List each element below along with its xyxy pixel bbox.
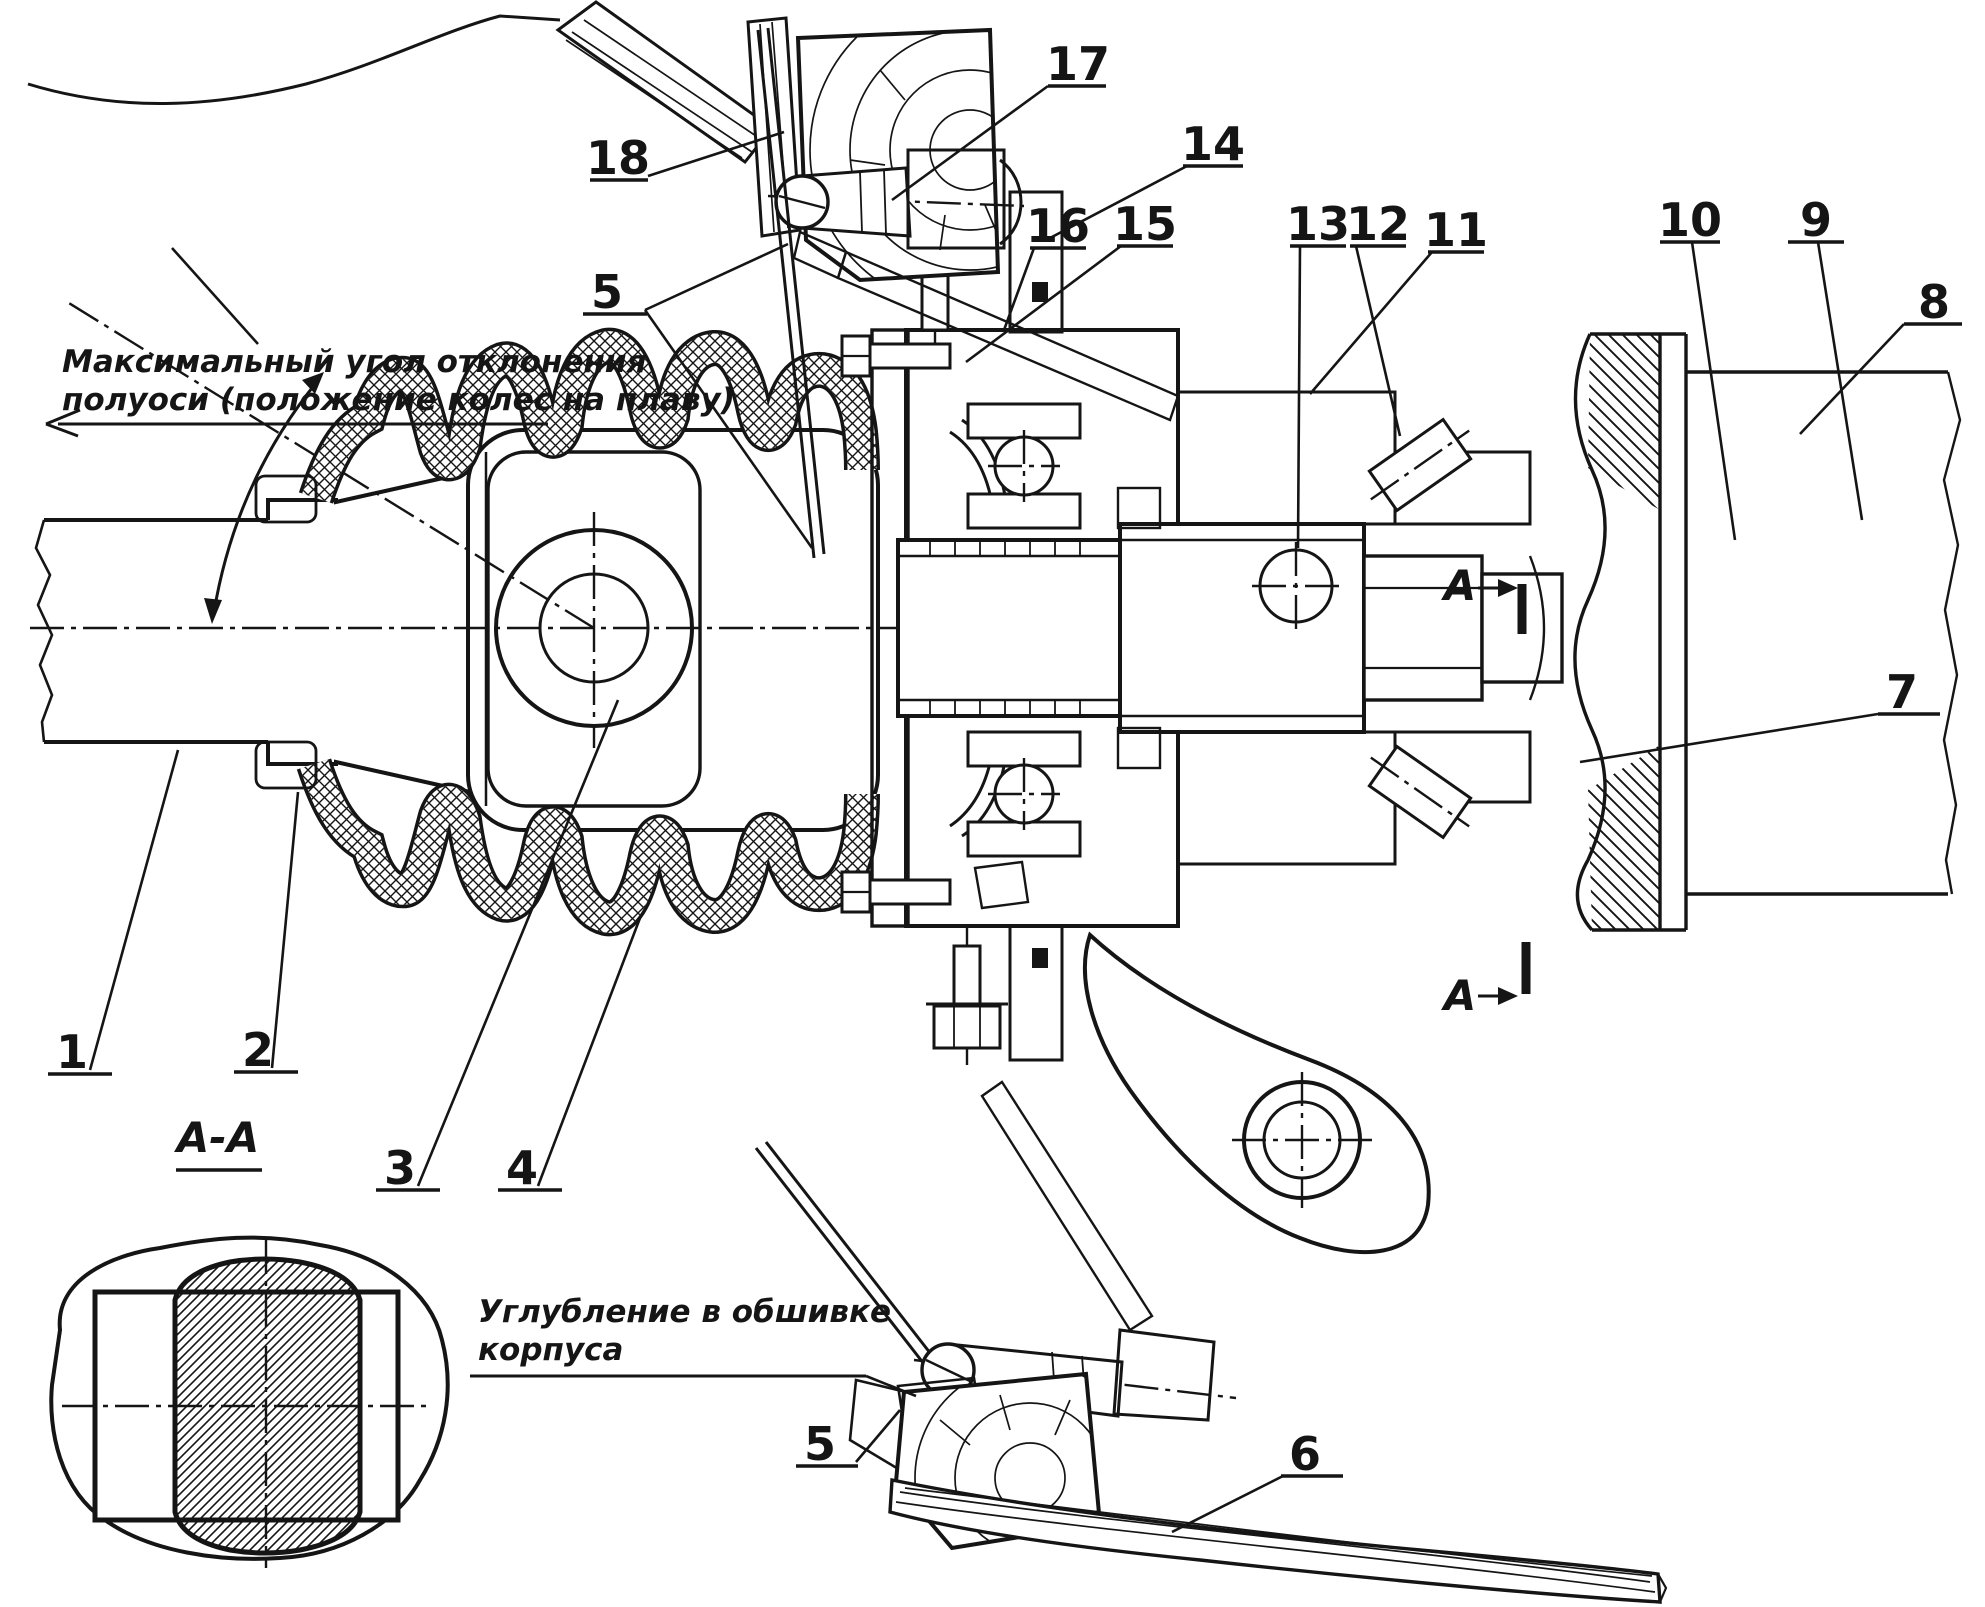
link-rod-bottom	[754, 1141, 936, 1365]
section-plane-letter-bottom: А	[1441, 971, 1477, 1020]
svg-text:2: 2	[242, 1023, 274, 1077]
section-plane-mark-top: А	[1441, 561, 1527, 634]
link-rod-top	[756, 27, 826, 559]
svg-text:3: 3	[384, 1141, 416, 1195]
tilted-axis	[63, 298, 595, 630]
hub	[1116, 486, 1366, 770]
note-max-angle-line1: Максимальный угол отклонения	[62, 344, 646, 380]
callout-12: 12	[1346, 197, 1410, 437]
boot-strap-top	[836, 250, 1180, 422]
ball-bearing-bottom	[966, 730, 1082, 858]
callout-11: 11	[1309, 203, 1488, 395]
section-aa-view	[49, 1235, 450, 1568]
note-recess: Углубление в обшивке корпуса	[470, 1294, 917, 1398]
boot-clamp-small-top	[254, 474, 318, 524]
hull-skin-top	[555, 0, 802, 238]
half-axle-shaft	[34, 470, 471, 794]
seal-bottom	[1116, 726, 1162, 770]
svg-text:5: 5	[804, 1417, 836, 1471]
callout-10: 10	[1658, 193, 1737, 541]
taper-roller-bottom	[1367, 744, 1473, 840]
svg-text:16: 16	[1026, 199, 1090, 253]
taper-roller-top	[1367, 417, 1473, 513]
note-recess-line1: Углубление в обшивке	[478, 1294, 891, 1330]
hull-contour	[27, 14, 561, 106]
svg-text:8: 8	[1918, 275, 1950, 329]
wheel-flange	[1573, 332, 1962, 932]
svg-text:5: 5	[591, 265, 623, 319]
section-plane-mark-bottom: А	[1441, 942, 1531, 1020]
callout-4: 4	[498, 917, 642, 1195]
note-max-angle-line2: полуоси (положение колес на плаву)	[62, 382, 735, 418]
pivot-bolt-top	[767, 148, 1025, 280]
callout-6: 6	[1171, 1427, 1343, 1534]
boot-strap-bottom	[980, 1080, 1154, 1332]
note-recess-line2: корпуса	[478, 1332, 623, 1368]
spline-sleeve	[896, 538, 1122, 718]
svg-text:12: 12	[1346, 197, 1410, 251]
hull-planking-bottom	[888, 1477, 1668, 1604]
svg-text:9: 9	[1800, 193, 1832, 247]
callout-9: 9	[1788, 193, 1864, 521]
callout-8: 8	[1799, 275, 1962, 435]
callout-17: 17	[891, 37, 1110, 202]
svg-text:4: 4	[506, 1141, 538, 1195]
svg-text:15: 15	[1113, 197, 1177, 251]
stud-nut-bottom	[926, 928, 1008, 1065]
svg-text:1: 1	[56, 1025, 88, 1079]
callout-3: 3	[376, 699, 620, 1195]
svg-text:13: 13	[1286, 197, 1350, 251]
note-max-angle: Максимальный угол отклонения полуоси (по…	[45, 247, 735, 438]
boot-clamp-small-bottom	[254, 740, 318, 790]
callout-7: 7	[1579, 665, 1940, 764]
callout-18: 18	[586, 130, 785, 185]
shield-plate-bottom	[1008, 924, 1064, 1062]
ball-bearing-top	[966, 402, 1082, 530]
svg-text:11: 11	[1424, 203, 1488, 257]
angle-arc	[204, 372, 324, 624]
svg-text:17: 17	[1046, 37, 1110, 91]
callout-15: 15	[965, 197, 1177, 364]
joint-inner-race	[486, 450, 702, 808]
callout-1: 1	[48, 749, 180, 1079]
svg-text:7: 7	[1886, 665, 1918, 719]
boot-bellows-bottom	[254, 740, 1030, 937]
callout-13: 13	[1286, 197, 1350, 549]
callout-5: 5	[796, 1409, 901, 1471]
callout-5: 5	[583, 242, 814, 549]
boot-lip-clamp	[973, 860, 1030, 910]
joint-ball	[494, 512, 694, 748]
svg-text:10: 10	[1658, 193, 1722, 247]
flange-bolt-bottom	[840, 870, 952, 914]
callout-2: 2	[234, 791, 300, 1077]
flange-bolt-top	[840, 334, 952, 378]
suspension-bracket	[1082, 931, 1431, 1255]
svg-text:14: 14	[1181, 117, 1245, 171]
section-plane-letter-top: А	[1441, 561, 1477, 610]
callout-14: 14	[1049, 117, 1245, 240]
callout-16: 16	[1002, 199, 1090, 331]
svg-text:6: 6	[1289, 1427, 1321, 1481]
shield-plate-top	[1008, 190, 1064, 334]
seal-top	[1116, 486, 1162, 530]
section-label-aa: А-А	[174, 1113, 262, 1172]
boot-bellows-top	[254, 327, 880, 524]
section-view-title: А-А	[174, 1113, 259, 1162]
svg-text:18: 18	[586, 131, 650, 185]
